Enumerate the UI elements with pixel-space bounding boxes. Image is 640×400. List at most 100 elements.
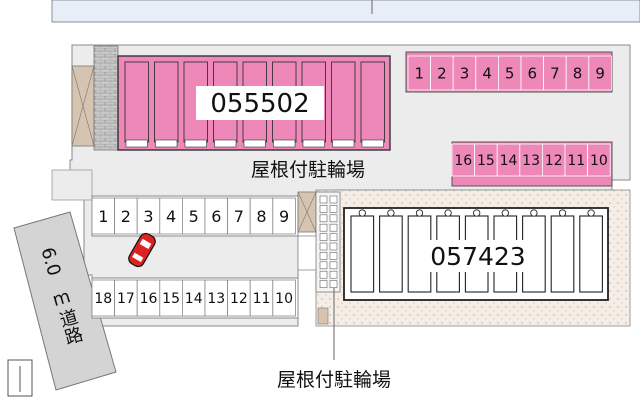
pink-parking-top-space-number: 9	[595, 64, 605, 82]
white-parking-bottom-space-number: 13	[207, 291, 225, 307]
pink-parking-top-space-number: 1	[415, 64, 425, 82]
bike-slot	[319, 233, 328, 241]
bike-slot	[329, 223, 338, 232]
south-building-units	[350, 209, 603, 293]
white-parking-top-space-number: 8	[256, 207, 266, 226]
pink-parking-bottom-space-number: 12	[545, 153, 563, 169]
north-bike-shelter-label: 屋根付駐輪場	[251, 159, 365, 181]
north-building-unit	[331, 61, 356, 143]
south-building-unit-marker	[387, 209, 395, 217]
bike-slot	[329, 270, 338, 279]
north-building-unit-door	[184, 139, 207, 148]
north-building-code-box	[196, 86, 324, 120]
south-building-unit	[350, 215, 375, 293]
north-building-unit-door	[214, 139, 237, 148]
south-building-unit-marker	[587, 209, 595, 217]
road	[13, 211, 117, 391]
white-parking-bottom-space-number: 18	[94, 291, 112, 307]
south-building-unit-marker	[444, 209, 452, 217]
south-building-stair-cross	[297, 191, 317, 233]
north-building-unit-door	[273, 139, 296, 148]
white-parking-bottom-space-number: 16	[140, 291, 158, 307]
north-building-unit-door	[243, 139, 266, 148]
white-parking-bottom-space-number: 10	[275, 291, 293, 307]
south-bike-shelter-slots	[319, 195, 338, 288]
white-parking-bottom-space-number: 11	[253, 291, 271, 307]
south-bike-shelter-label: 屋根付駐輪場	[277, 369, 391, 391]
north-building-unit-door	[361, 139, 384, 148]
bike-slot	[329, 195, 338, 204]
bike-slot	[319, 270, 328, 279]
car-marker	[128, 232, 156, 268]
south-building-walkway	[297, 235, 317, 271]
white-parking-top-space-number: 1	[98, 207, 108, 226]
south-building-code-box	[418, 240, 542, 272]
white-parking-top-space-number: 6	[211, 207, 221, 226]
white-parking-top-space-number: 7	[234, 207, 244, 226]
pink-parking-top-space-number: 3	[460, 64, 470, 82]
pink-parking-bottom-space-number: 14	[500, 153, 518, 169]
white-parking-top-space-number: 3	[143, 207, 153, 226]
bike-slot	[329, 280, 338, 288]
pink-parking-bottom-space-number: 11	[567, 153, 585, 169]
pink-parking-top-space-number: 8	[573, 64, 583, 82]
south-building-unit	[379, 215, 403, 293]
south-building-unit-marker	[415, 209, 424, 217]
north-neighbor-strip	[51, 0, 640, 23]
white-parking-bottom-space	[272, 279, 296, 317]
south-building-unit-marker	[558, 209, 567, 217]
south-shelter-marker	[317, 307, 329, 325]
pink-parking-top-space-number: 7	[550, 64, 560, 82]
white-parking-top-space-number: 9	[279, 207, 289, 226]
north-building-unit	[154, 61, 179, 143]
south-building-unit-marker	[530, 209, 538, 217]
south-building-code: 057423	[430, 242, 525, 271]
white-parking-top-space-number: 4	[166, 207, 176, 226]
bike-slot	[329, 233, 338, 241]
bike-slot	[329, 242, 338, 251]
white-parking-top-space-number: 5	[189, 207, 199, 226]
bike-slot	[319, 242, 328, 251]
pink-parking-top-space-number: 2	[437, 64, 447, 82]
white-parking-bottom-space-number: 14	[185, 291, 203, 307]
pink-parking-bottom-space-number: 13	[522, 153, 540, 169]
pink-parking-top-space-number: 6	[528, 64, 538, 82]
white-parking-top-space	[272, 197, 296, 235]
south-building-unit	[550, 215, 575, 293]
west-entrance-lot	[51, 169, 93, 201]
north-building-unit-door	[302, 139, 325, 148]
north-building-stair-cross	[71, 65, 95, 147]
bike-slot	[319, 223, 328, 232]
pink-parking-bottom-space-number: 10	[590, 153, 608, 169]
bike-slot	[329, 214, 338, 223]
bike-slot	[329, 205, 338, 213]
road-unit: m	[50, 286, 73, 311]
bike-slot	[319, 205, 328, 213]
north-building-walkway	[93, 45, 119, 151]
white-parking-bottom-space-number: 12	[230, 291, 248, 307]
bike-slot	[319, 280, 328, 288]
pink-parking-top-space	[588, 55, 612, 91]
south-building-unit-marker	[473, 209, 481, 217]
pink-parking-bottom-space-number: 16	[454, 153, 472, 169]
north-building-unit	[360, 61, 385, 143]
bike-slot	[319, 214, 328, 223]
south-building-unit-marker	[358, 209, 366, 217]
bike-slot	[319, 261, 328, 270]
north-building-unit	[124, 61, 149, 143]
white-parking-bottom-space-number: 17	[117, 291, 135, 307]
pink-parking-bottom-space-number: 15	[477, 153, 495, 169]
pink-parking-top-space-number: 4	[482, 64, 492, 82]
bike-slot	[329, 252, 338, 260]
bike-slot	[319, 195, 328, 204]
pink-parking-bottom-space	[587, 143, 611, 177]
north-building-unit-door	[125, 139, 148, 148]
bike-slot	[319, 252, 328, 260]
north-building-unit-door	[155, 139, 178, 148]
bike-slot	[329, 261, 338, 270]
